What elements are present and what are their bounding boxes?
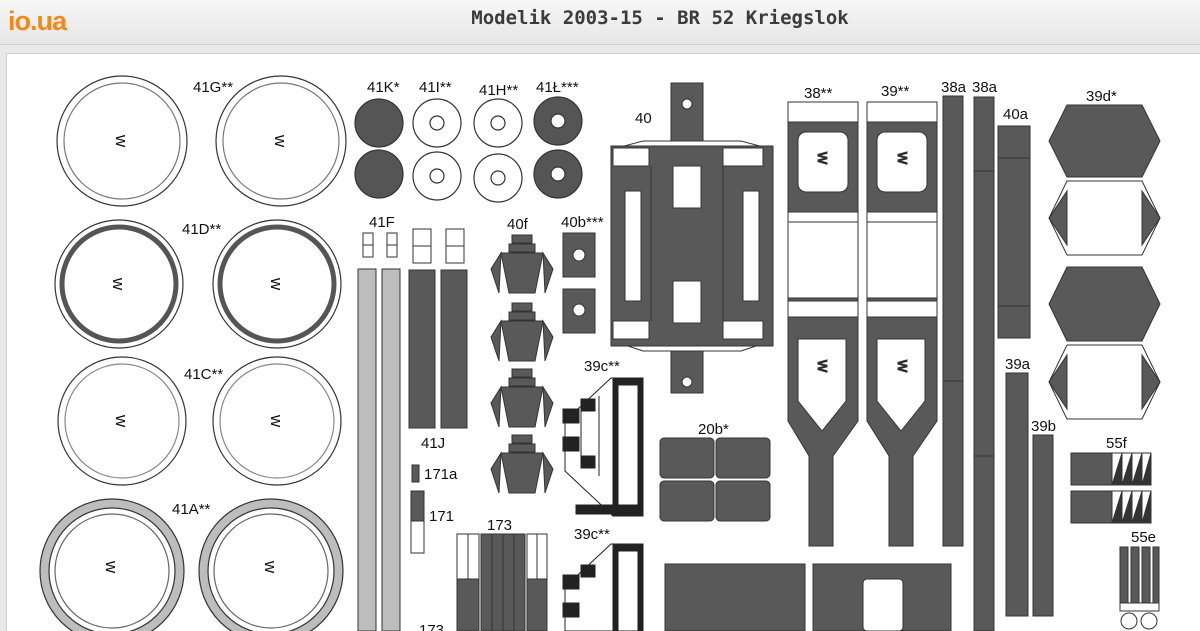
page-title: Modelik 2003-15 - BR 52 Kriegslok (471, 7, 849, 29)
parts-41f-41j (357, 228, 468, 631)
label-55e: 55e (1131, 529, 1156, 546)
label-41d: 41D** (182, 221, 221, 238)
label-173-b: 173 (419, 622, 444, 631)
part-39c-lower (562, 543, 644, 631)
wheel-41c-left (57, 356, 187, 486)
label-39: 39** (881, 83, 910, 100)
label-39d: 39d* (1086, 88, 1117, 105)
bottom-plates (664, 563, 952, 631)
wheel-mark: w (267, 414, 286, 428)
part-55e (1119, 546, 1160, 630)
label-41i: 41I** (419, 79, 452, 96)
wheel-mark: w (267, 277, 286, 291)
wheels-group (39, 75, 347, 631)
wheel-mark: w (894, 359, 913, 373)
label-20b: 20b* (698, 421, 729, 438)
part-40 (610, 82, 774, 394)
wheel-41a-right (198, 498, 344, 631)
wheel-mark: w (894, 151, 913, 165)
wheel-mark: w (109, 277, 128, 291)
wheel-41a-left (39, 498, 185, 631)
wheel-mark: w (112, 134, 131, 148)
part-39: w w (866, 101, 938, 547)
wheel-mark: w (814, 151, 833, 165)
label-38a-2: 38a (972, 79, 998, 96)
wheel-mark: w (102, 560, 121, 574)
part-40a (997, 125, 1031, 339)
label-41l: 41Ł*** (536, 79, 579, 96)
wheel-mark: w (112, 414, 131, 428)
site-logo[interactable]: io.ua (8, 6, 67, 36)
top-bar: io.ua Modelik 2003-15 - BR 52 Kriegslok (0, 0, 1200, 45)
label-171: 171 (429, 508, 454, 525)
label-40f: 40f (507, 216, 529, 233)
label-173: 173 (487, 517, 512, 534)
label-41j: 41J (421, 435, 445, 452)
label-39c-upper: 39c** (584, 358, 620, 375)
label-41f: 41F (369, 214, 395, 231)
part-39d (1048, 104, 1161, 420)
part-39a-39b (1005, 372, 1054, 617)
label-40: 40 (635, 110, 652, 127)
label-39a: 39a (1005, 356, 1031, 373)
wheel-41g-left (56, 75, 188, 207)
part-55f (1070, 452, 1152, 524)
label-41a: 41A** (172, 501, 211, 518)
part-40b (562, 232, 596, 334)
label-38: 38** (804, 85, 833, 102)
small-discs-group (354, 96, 583, 203)
label-41k: 41K* (367, 79, 400, 96)
label-40a: 40a (1003, 106, 1029, 123)
wheel-41d-left (54, 219, 184, 349)
wheel-marks: w w w w w w w w (102, 134, 290, 574)
wheel-mark: w (261, 560, 280, 574)
part-40f (490, 234, 554, 494)
label-171a: 171a (424, 466, 458, 483)
part-20b (659, 437, 771, 522)
label-39c-lower: 39c** (574, 526, 610, 543)
label-41c: 41C** (184, 366, 223, 383)
image-viewer[interactable]: w w w w w w w w 41G** 41D** 41C** 41A** … (6, 53, 1200, 631)
wheel-41d-right (212, 219, 342, 349)
wheel-41g-right (215, 75, 347, 207)
part-38a (942, 95, 995, 631)
part-38: w w (787, 101, 859, 547)
part-173 (456, 533, 548, 631)
wheel-mark: w (814, 359, 833, 373)
label-55f: 55f (1106, 435, 1128, 452)
wheel-41c-right (212, 356, 342, 486)
label-41h: 41H** (479, 82, 518, 99)
model-sheet-image: w w w w w w w w 41G** 41D** 41C** 41A** … (39, 75, 1161, 631)
wheel-mark: w (271, 134, 290, 148)
label-39b: 39b (1031, 418, 1056, 435)
part-39c-upper (562, 377, 644, 517)
label-40b: 40b*** (561, 214, 604, 231)
label-41g: 41G** (193, 79, 233, 96)
label-38a-1: 38a (941, 79, 967, 96)
